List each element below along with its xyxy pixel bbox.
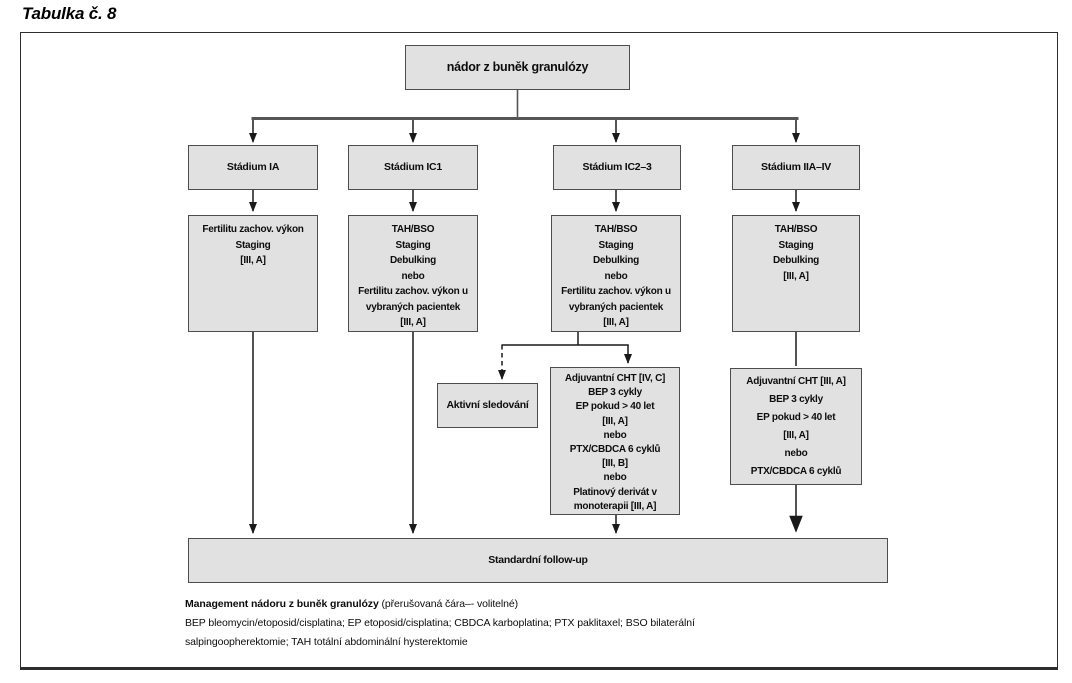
adjuvant-cht-node-iia-iv: Adjuvantní CHT [III, A] BEP 3 cykly EP p… [730, 368, 862, 485]
stage-node-iia-iv: Stádium IIA–IV [732, 145, 860, 190]
treatment-node-ic1: TAH/BSO Staging Debulking nebo Fertilitu… [348, 215, 478, 332]
adjuvant-cht-node-ic2-3: Adjuvantní CHT [IV, C] BEP 3 cykly EP po… [550, 367, 680, 515]
treatment-node-iia-iv: TAH/BSO Staging Debulking [III, A] [732, 215, 860, 332]
followup-node: Standardní follow-up [188, 538, 888, 583]
outer-border [20, 32, 1058, 670]
legend-title-bold: Management nádoru z buněk granulózy [185, 598, 379, 610]
stage-node-ic2-3: Stádium IC2–3 [553, 145, 681, 190]
legend-title-rest: (přerušovaná čára–- volitelné) [378, 598, 519, 610]
legend-line-3: salpingoopherektomie; TAH totální abdomi… [185, 636, 468, 648]
figure-title: Tabulka č. 8 [22, 4, 117, 23]
legend: Management nádoru z buněk granulózy (pře… [185, 595, 765, 652]
active-surveillance-node: Aktivní sledování [437, 383, 538, 428]
legend-line-2: BEP bleomycin/etoposid/cisplatina; EP et… [185, 617, 695, 629]
root-node-granulosa-tumor: nádor z buněk granulózy [405, 45, 630, 90]
stage-node-ic1: Stádium IC1 [348, 145, 478, 190]
treatment-node-ia: Fertilitu zachov. výkon Staging [III, A] [188, 215, 318, 332]
treatment-node-ic2-3: TAH/BSO Staging Debulking nebo Fertilitu… [551, 215, 681, 332]
legend-line-1: Management nádoru z buněk granulózy (pře… [185, 595, 765, 614]
stage-node-ia: Stádium IA [188, 145, 318, 190]
